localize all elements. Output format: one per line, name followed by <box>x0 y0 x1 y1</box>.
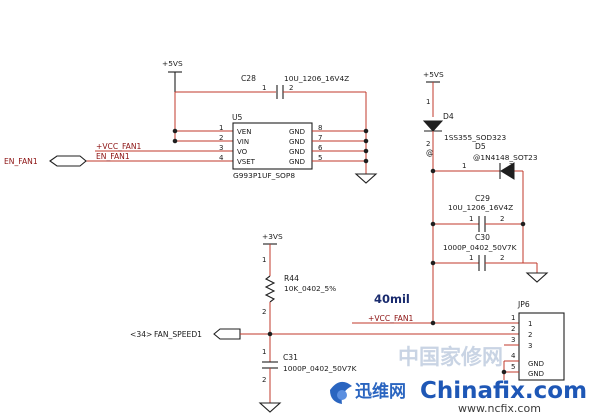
c28-value: 10U_1206_16V4Z <box>284 74 349 83</box>
c29-pin2: 2 <box>500 215 504 223</box>
fan-speed1-page-ref: <34> <box>130 330 152 339</box>
jp6-pin1-inner: 1 <box>528 320 532 328</box>
u5-part: G993P1UF_SOP8 <box>233 171 295 180</box>
watermark-brand: Chinafix.com <box>420 378 587 404</box>
en-fan1-port: EN_FAN1 <box>4 155 87 167</box>
u5-pin7-name: GND <box>289 138 305 146</box>
u5-ground-icon <box>354 173 378 184</box>
c28-capacitor: C28 10U_1206_16V4Z 1 2 <box>175 74 366 99</box>
c30-pin2: 2 <box>500 254 504 262</box>
c28-ref: C28 <box>241 74 256 83</box>
r44-value: 10K_0402_5% <box>284 284 336 293</box>
u5-ref: U5 <box>232 113 243 122</box>
u5-pin3-num: 3 <box>219 144 223 152</box>
c30-value: 1000P_0402_50V7K <box>443 243 517 252</box>
u5-power-label: +5VS <box>162 59 183 68</box>
r44-ref: R44 <box>284 274 299 283</box>
jp6-gnd2: GND <box>528 370 544 378</box>
r44-power-label: +3VS <box>262 232 283 241</box>
diode-power-label: +5VS <box>423 70 444 79</box>
d5-value: @1N4148_SOT23 <box>473 153 538 162</box>
c28-pin2: 2 <box>289 84 293 92</box>
u5-pin8-name: GND <box>289 128 305 136</box>
r44-pin1: 1 <box>262 256 266 264</box>
diode-power-symbol: +5VS <box>423 70 444 83</box>
u5-pin3-name: VO <box>237 148 248 156</box>
net-vcc-fan1-jp: +VCC_FAN1 <box>368 314 414 323</box>
d5-ref: D5 <box>475 142 486 151</box>
u5-pin1-name: VEN <box>237 128 251 136</box>
u5-ic: U5 1 2 3 4 VEN VIN VO VSET GND GND GND G… <box>219 113 323 180</box>
u5-pin6-num: 6 <box>318 144 323 152</box>
jp6-pin5-outer: 5 <box>511 363 515 371</box>
watermark-cn: 中国家修网 <box>398 345 503 369</box>
c29-ref: C29 <box>475 194 490 203</box>
fan-speed1-port: <34> FAN_SPEED1 <box>130 328 241 340</box>
r44-pin2: 2 <box>262 308 266 316</box>
fan-speed1-label: FAN_SPEED1 <box>154 330 202 339</box>
d4-pin1: 1 <box>426 98 430 106</box>
r44-resistor: 1 R44 10K_0402_5% 2 <box>262 256 336 316</box>
c31-pin2: 2 <box>262 376 266 384</box>
jp6-gnd1: GND <box>528 360 544 368</box>
u5-pin7-num: 7 <box>318 134 322 142</box>
u5-power-symbol: +5VS <box>162 59 183 92</box>
c30-pin1: 1 <box>469 254 473 262</box>
d5-pin1: 1 <box>462 162 466 170</box>
c28-pin1: 1 <box>262 84 266 92</box>
u5-pin2-name: VIN <box>237 138 249 146</box>
u5-pin4-num: 4 <box>219 154 224 162</box>
net-vcc-fan1-u5: +VCC_FAN1 <box>96 142 142 151</box>
u5-pin4-name: VSET <box>237 158 256 166</box>
c30-ref: C30 <box>475 233 490 242</box>
jp6-pin2-outer: 2 <box>511 325 515 333</box>
jp6-pin1-outer: 1 <box>511 314 515 322</box>
watermark: 中国家修网 迅维网 Chinafix.com www.ncfix.com <box>330 345 587 415</box>
c29-value: 10U_1206_16V4Z <box>448 203 513 212</box>
u5-pin5-name: GND <box>289 158 305 166</box>
d4-pin2: 2 <box>426 140 430 148</box>
watermark-logo-icon <box>330 381 352 404</box>
u5-pin6-name: GND <box>289 148 305 156</box>
jp6-pin4-outer: 4 <box>511 352 516 360</box>
r44-power-symbol: +3VS <box>262 232 283 245</box>
d5-diode: D5 @1N4148_SOT23 1 2 <box>462 142 538 180</box>
net-en-fan1-u5: EN_FAN1 <box>96 152 130 161</box>
d4-ref: D4 <box>443 112 454 121</box>
d5-pin2: 2 <box>509 162 513 170</box>
c31-pin1: 1 <box>262 348 266 356</box>
jp6-pin2-inner: 2 <box>528 331 532 339</box>
d4-at: @ <box>426 148 434 157</box>
u5-pin1-num: 1 <box>219 124 223 132</box>
watermark-brand-cn: 迅维网 <box>355 381 406 402</box>
d4-diode: 1 D4 1SS355_SOD323 2 @ <box>422 98 506 157</box>
u5-pin2-num: 2 <box>219 134 223 142</box>
d4-value: 1SS355_SOD323 <box>444 133 506 142</box>
en-fan1-port-label: EN_FAN1 <box>4 157 38 166</box>
jp6-pin3-outer: 3 <box>511 336 515 344</box>
c29-capacitor: C29 10U_1206_16V4Z 1 2 <box>433 194 523 232</box>
c31-ground-icon <box>258 402 282 413</box>
c30-capacitor: C30 1000P_0402_50V7K 1 2 <box>433 233 523 271</box>
c29-pin1: 1 <box>469 215 473 223</box>
jp6-pin3-inner: 3 <box>528 342 532 350</box>
c31-capacitor: 1 C31 1000P_0402_50V7K 2 <box>262 348 357 384</box>
c31-value: 1000P_0402_50V7K <box>283 364 357 373</box>
u5-pin8-num: 8 <box>318 124 322 132</box>
jp6-ref: JP6 <box>517 300 530 309</box>
jp6-connector: JP6 1 2 3 4 5 1 2 3 GND GND <box>511 300 565 381</box>
c30-ground-icon <box>525 272 549 283</box>
c31-ref: C31 <box>283 353 298 362</box>
watermark-url: www.ncfix.com <box>458 402 541 415</box>
trace-width-label: 40mil <box>374 292 410 306</box>
u5-pin5-num: 5 <box>318 154 322 162</box>
